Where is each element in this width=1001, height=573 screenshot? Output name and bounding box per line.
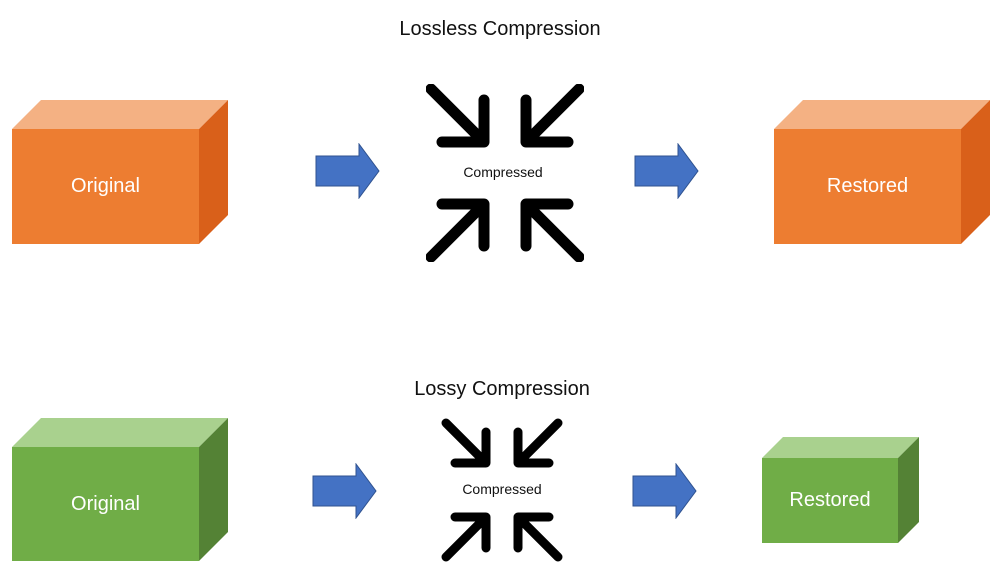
cube-shape (12, 418, 228, 561)
arrow-right-icon (632, 463, 697, 519)
compress-arrows-icon (441, 418, 563, 562)
arrow-right-icon (312, 463, 377, 519)
lossy-original-label: Original (71, 492, 140, 515)
lossless-compressed-label: Compressed (461, 164, 545, 180)
lossy-title: Lossy Compression (414, 378, 590, 400)
arrow-right-icon (315, 143, 380, 199)
arrow-right-icon (634, 143, 699, 199)
cube-shape (762, 437, 919, 543)
lossy-restored-box: Restored (762, 437, 919, 544)
lossless-original-label: Original (71, 175, 140, 197)
lossless-original-box: Original (12, 100, 228, 245)
lossy-restored-label: Restored (789, 489, 871, 511)
lossy-compressed-label: Compressed (460, 481, 544, 497)
lossy-original-box: Original (12, 418, 228, 561)
lossless-title: Lossless Compression (399, 18, 601, 40)
lossless-restored-box: Restored (774, 100, 990, 245)
compress-arrows-icon (426, 84, 584, 262)
cube-shape (774, 100, 990, 244)
cube-shape (12, 100, 228, 244)
lossless-restored-label: Restored (826, 175, 909, 197)
